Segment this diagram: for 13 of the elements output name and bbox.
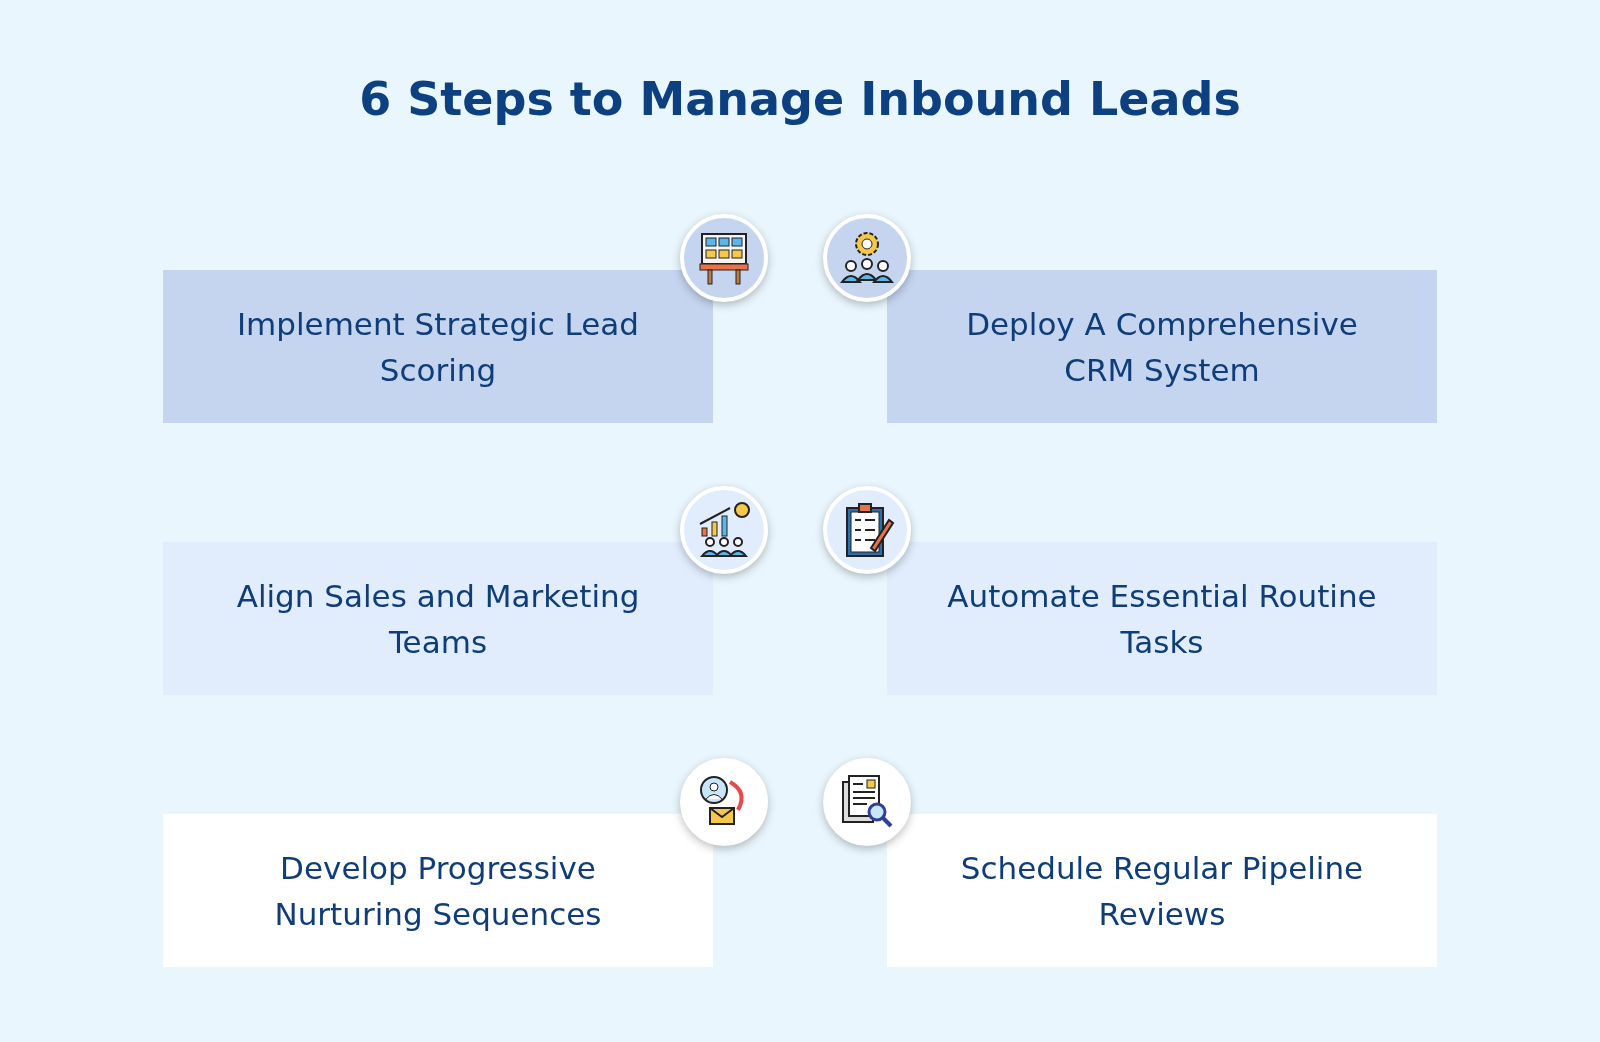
step-text: Implement Strategic Lead Scoring — [235, 304, 641, 390]
step-box — [163, 270, 713, 423]
step-box — [163, 814, 713, 967]
step-box — [163, 542, 713, 695]
step-text: Align Sales and Marketing Teams — [235, 576, 641, 662]
step-text: Automate Essential Routine Tasks — [946, 576, 1378, 662]
title: 6 Steps to Manage Inbound Leads — [358, 72, 1242, 126]
step-text: Deploy A Comprehensive CRM System — [965, 304, 1359, 390]
step-box — [887, 542, 1437, 695]
step-box — [887, 270, 1437, 423]
step-text: Develop Progressive Nurturing Sequences — [273, 848, 603, 934]
step-text: Schedule Regular Pipeline Reviews — [959, 848, 1365, 934]
step-box — [887, 814, 1437, 967]
